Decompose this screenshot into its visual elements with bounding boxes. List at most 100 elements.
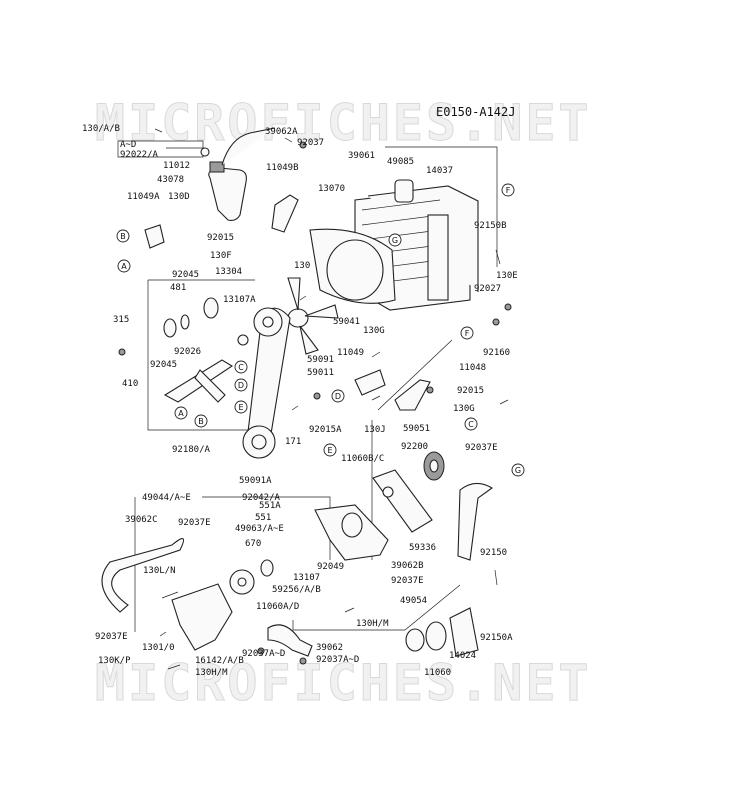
part-label-130: 130 [294, 261, 310, 271]
part-label-a-d: A~D [120, 140, 136, 150]
part-label-49085: 49085 [387, 157, 414, 167]
callout-circle [234, 378, 248, 392]
part-label-92015: 92015 [207, 233, 234, 243]
callout-letter: F [465, 329, 470, 338]
part-label-13107: 13107 [293, 573, 320, 583]
part-label-92150a: 92150A [480, 633, 513, 643]
bearing-assembly [118, 297, 219, 356]
callout-letter: E [327, 446, 332, 455]
part-label-92037e: 92037E [178, 518, 211, 528]
fan-shroud [309, 228, 396, 304]
callout-circle [234, 360, 248, 374]
thermostat-housing [405, 607, 479, 657]
part-label-551: 551 [255, 513, 271, 523]
part-label-49063-a-e: 49063/A~E [235, 524, 284, 534]
pump-housing [171, 583, 233, 651]
callout-e: E [323, 443, 337, 457]
part-label-481: 481 [170, 283, 186, 293]
fan-belt [247, 307, 291, 444]
callout-d: D [234, 378, 248, 392]
callout-c: C [234, 360, 248, 374]
callout-letter: A [178, 409, 184, 418]
part-label-13070: 13070 [318, 184, 345, 194]
part-label-59041: 59041 [333, 317, 360, 327]
part-label-11060: 11060 [424, 668, 451, 678]
callout-circle [460, 326, 474, 340]
part-label-315: 315 [113, 315, 129, 325]
upper-hose [457, 482, 494, 561]
part-label-16142-a-b: 16142/A/B [195, 656, 244, 666]
reserve-tank [200, 147, 247, 221]
part-label-92049: 92049 [317, 562, 344, 572]
callout-circle [464, 417, 478, 431]
part-label-92042-a: 92042/A [242, 493, 281, 503]
crank-pulley [242, 425, 276, 459]
part-label-92150b: 92150B [474, 221, 507, 231]
callout-circle [388, 233, 402, 247]
part-label-92037: 92037 [297, 138, 324, 148]
callout-f: F [501, 183, 515, 197]
part-label-59336: 59336 [409, 543, 436, 553]
diagram-code: E0150-A142J [436, 105, 515, 119]
part-label-11049b: 11049B [266, 163, 299, 173]
group-frames [117, 140, 498, 632]
part-label-92022-a: 92022/A [120, 150, 159, 160]
part-label-59051: 59051 [403, 424, 430, 434]
part-label-130d: 130D [168, 192, 190, 202]
part-label-14037: 14037 [426, 166, 453, 176]
part-label-130h-m: 130H/M [195, 668, 228, 678]
thermostat-gear [423, 451, 445, 481]
callout-letter: A [121, 262, 127, 271]
part-label-92045: 92045 [150, 360, 177, 370]
tension-bracket [163, 334, 249, 403]
impeller [229, 559, 274, 595]
part-label-59091: 59091 [307, 355, 334, 365]
part-label-11060a-d: 11060A/D [256, 602, 299, 612]
callout-letter: G [515, 466, 521, 475]
part-label-39062: 39062 [316, 643, 343, 653]
callout-letter: B [120, 232, 126, 241]
callout-circle [323, 443, 337, 457]
callout-circle [117, 259, 131, 273]
part-label-92037e: 92037E [95, 632, 128, 642]
callout-b: B [194, 414, 208, 428]
callout-circle [174, 406, 188, 420]
callout-circle [511, 463, 525, 477]
part-label-11060b-c: 11060B/C [341, 454, 384, 464]
callout-f: F [460, 326, 474, 340]
part-label-670: 670 [245, 539, 261, 549]
lower-hose [101, 538, 185, 613]
part-label-92200: 92200 [401, 442, 428, 452]
callout-letter: D [238, 381, 244, 390]
callout-circle [194, 414, 208, 428]
part-label-1301-0: 1301/0 [142, 643, 175, 653]
part-label-39061: 39061 [348, 151, 375, 161]
part-label-59256-a-b: 59256/A/B [272, 585, 321, 595]
part-label-11049: 11049 [337, 348, 364, 358]
part-label-13304: 13304 [215, 267, 242, 277]
callout-letter: C [468, 420, 474, 429]
part-label-39062c: 39062C [125, 515, 158, 525]
part-label-130l-n: 130L/N [143, 566, 176, 576]
part-label-49054: 49054 [400, 596, 427, 606]
part-label-130-a-b: 130/A/B [82, 124, 120, 134]
part-label-130e: 130E [496, 271, 518, 281]
callout-g: G [388, 233, 402, 247]
reserve-hose [221, 127, 276, 166]
part-label-92026: 92026 [174, 347, 201, 357]
part-label-92037e: 92037E [391, 576, 424, 586]
callout-e: E [234, 400, 248, 414]
callout-letter: C [238, 363, 244, 372]
callout-letter: D [335, 392, 341, 401]
part-label-92045: 92045 [172, 270, 199, 280]
callout-d: D [331, 389, 345, 403]
part-label-43078: 43078 [157, 175, 184, 185]
pump-gasket [372, 469, 433, 533]
callout-circle [331, 389, 345, 403]
part-label-11048: 11048 [459, 363, 486, 373]
bypass-hose [267, 624, 313, 657]
callout-letter: F [506, 186, 511, 195]
part-label-92037a-d: 92037A~D [316, 655, 359, 665]
part-label-59011: 59011 [307, 368, 334, 378]
